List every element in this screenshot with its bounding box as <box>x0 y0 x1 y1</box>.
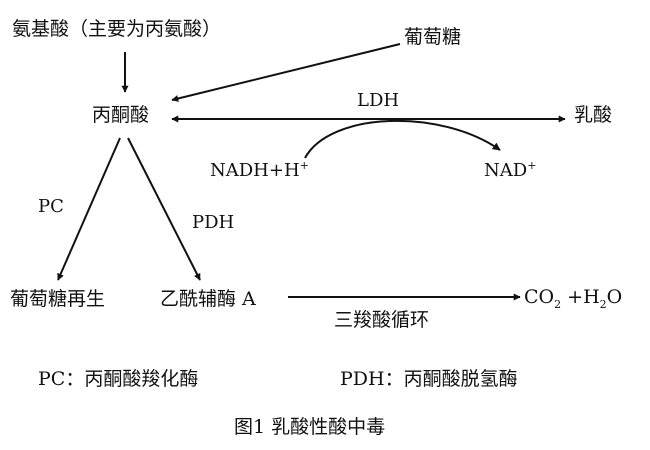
enzyme-pdh: PDH <box>192 212 235 233</box>
arrow-nadh-to-nad <box>304 119 501 159</box>
enzyme-ldh: LDH <box>357 90 400 111</box>
node-lactate: 乳酸 <box>574 104 613 126</box>
nad-text: NAD <box>484 160 528 181</box>
arrow-pyruvate-to-gluconeogenesis <box>57 137 121 281</box>
figure-caption: 图1 乳酸性酸中毒 <box>234 416 386 438</box>
co2-sub: 2 <box>554 297 562 311</box>
node-glucose: 葡萄糖 <box>404 26 462 48</box>
node-co2-h2o: CO2 +H2O <box>524 286 623 310</box>
enzyme-pc: PC <box>38 196 64 217</box>
node-pyruvate: 丙酮酸 <box>92 104 150 126</box>
co2-c: CO <box>524 286 555 308</box>
nadh-text: NADH+H <box>210 160 300 181</box>
node-gluconeogenesis: 葡萄糖再生 <box>10 288 106 310</box>
plus-h: +H <box>561 286 600 308</box>
arrow-pyruvate-to-acetylcoa <box>127 137 201 281</box>
node-nad: NAD+ <box>484 159 537 181</box>
nadh-charge: + <box>299 159 309 172</box>
node-amino-acids: 氨基酸（主要为丙氨酸） <box>12 18 222 40</box>
arrow-glucose-to-pyruvate <box>171 43 401 102</box>
legend-pdh: PDH：丙酮酸脱氢酶 <box>340 368 518 390</box>
h2o-sub: 2 <box>599 297 607 311</box>
node-nadh: NADH+H+ <box>210 159 309 181</box>
legend-pc: PC：丙酮酸羧化酶 <box>38 368 199 390</box>
nad-charge: + <box>527 159 537 172</box>
h2o-o: O <box>606 286 623 308</box>
enzyme-tca: 三羧酸循环 <box>334 309 430 331</box>
node-acetyl-coa: 乙酰辅酶 A <box>160 288 256 310</box>
